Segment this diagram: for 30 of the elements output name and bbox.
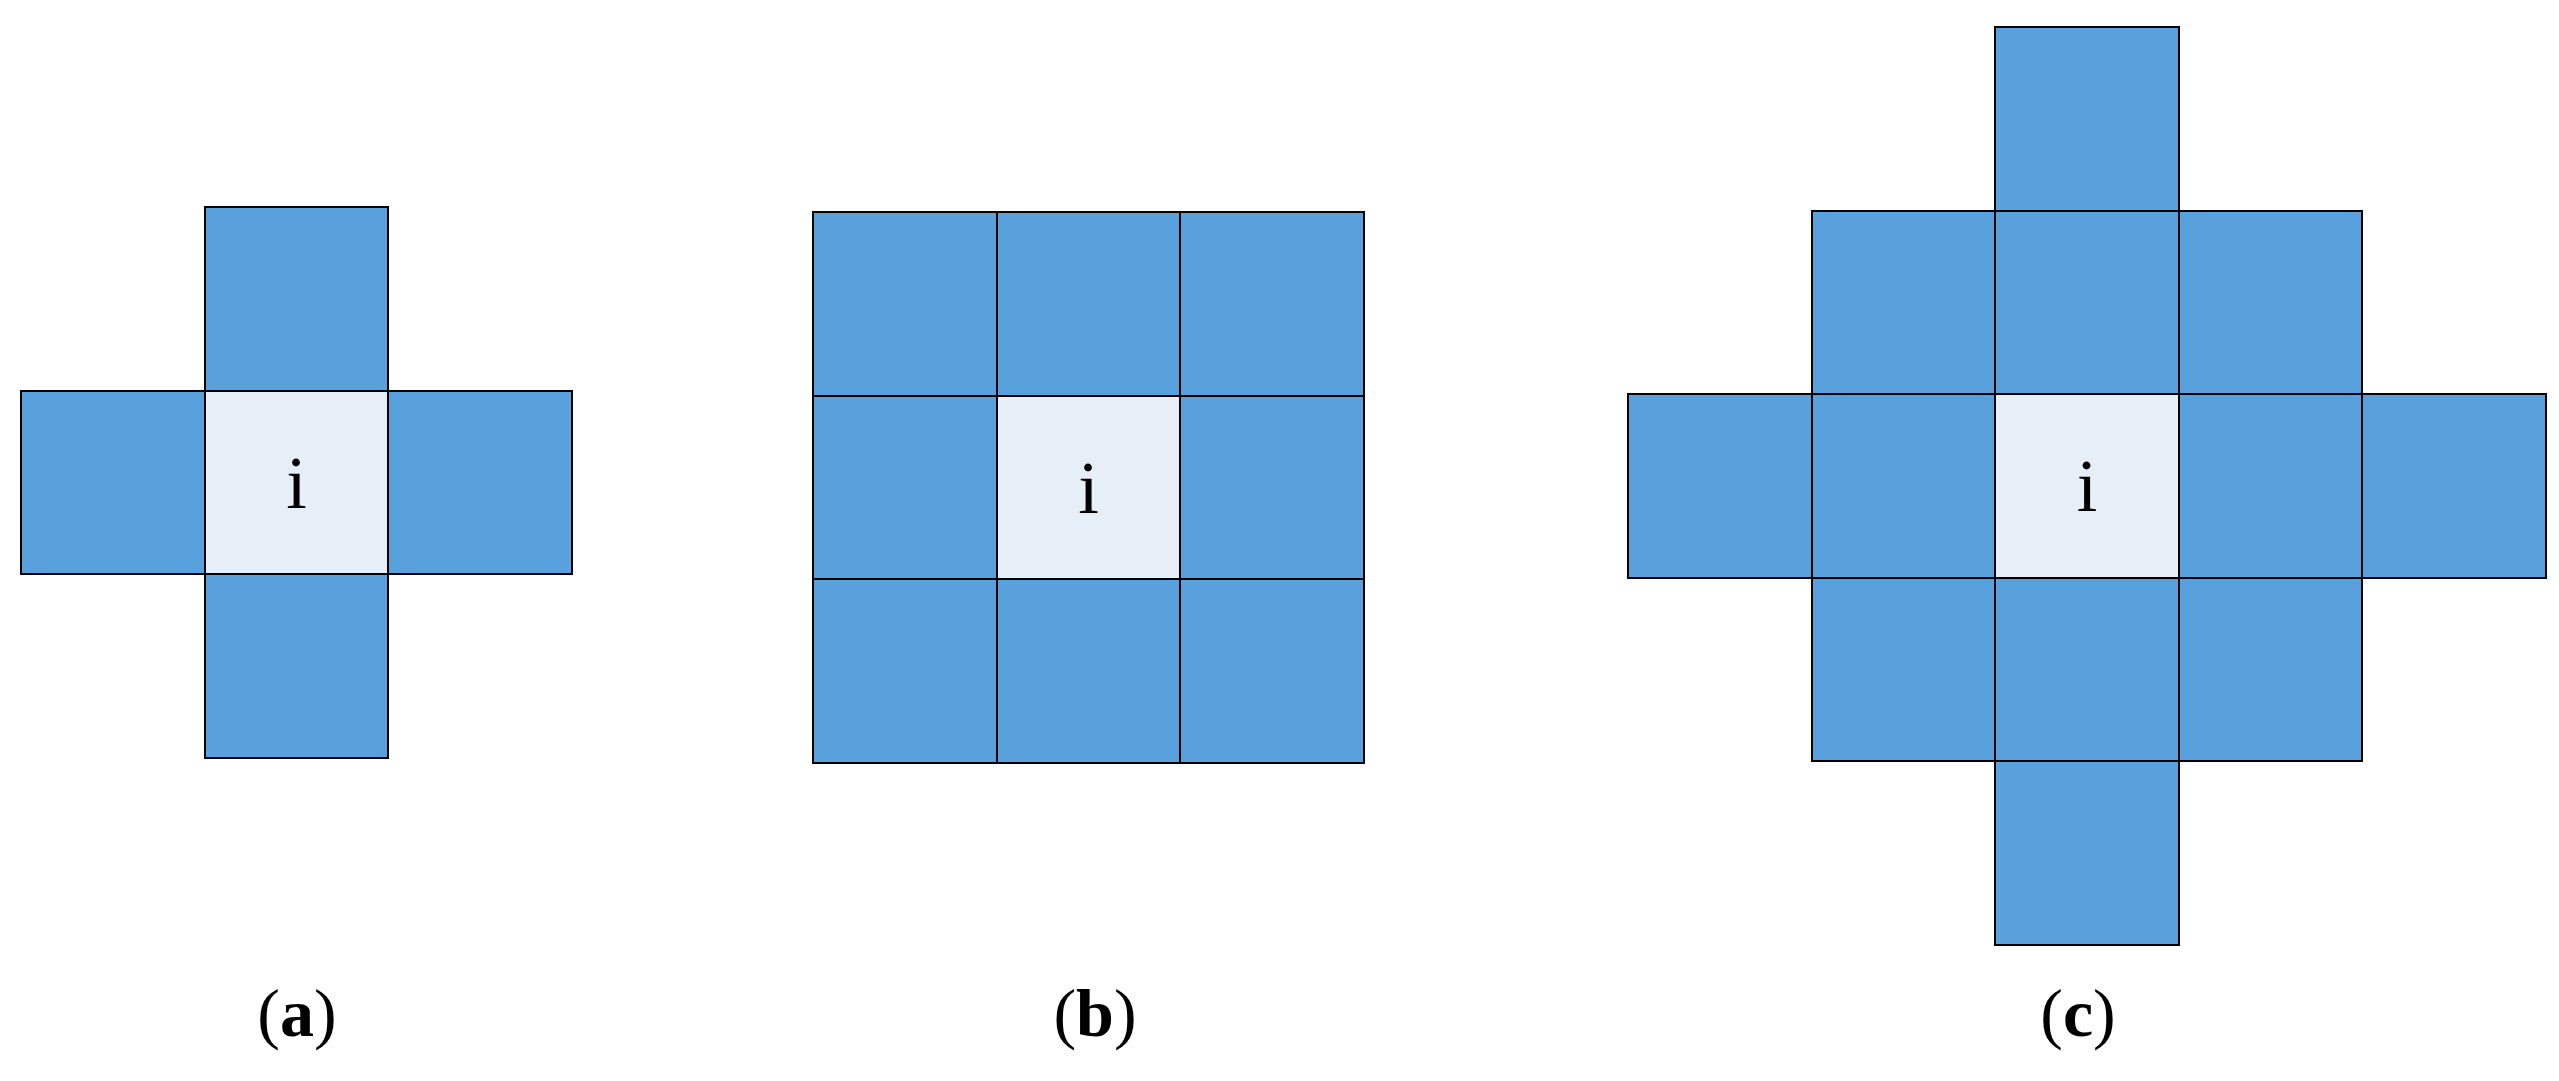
- neighbor-cell: [812, 578, 998, 764]
- center-cell: [204, 390, 389, 575]
- neighbor-cell: [1179, 395, 1365, 580]
- cell-label: i: [2076, 449, 2098, 523]
- neighbor-cell: [1179, 578, 1365, 764]
- neighbor-cell: [1811, 577, 1996, 762]
- neighbor-cell: [1994, 26, 2180, 212]
- neighbor-cell: [812, 211, 998, 397]
- neighbor-cell: [2178, 577, 2363, 762]
- neighbor-cell: [996, 578, 1181, 764]
- neighbor-cell: [1994, 577, 2180, 762]
- neighbor-cell: [1179, 211, 1365, 397]
- neighbor-cell: [20, 390, 206, 575]
- center-cell: [996, 395, 1181, 580]
- neighbor-cell: [204, 573, 389, 759]
- neighbor-cell: [1994, 760, 2180, 946]
- neighbor-cell: [1994, 210, 2180, 395]
- neighbor-cell: [1627, 393, 1813, 579]
- neighbor-cell: [1811, 393, 1996, 579]
- center-cell: [1994, 393, 2180, 579]
- cell-label: i: [286, 445, 307, 520]
- neighbor-cell: [812, 395, 998, 580]
- neighbor-cell: [2361, 393, 2547, 579]
- neighbor-cell: [204, 206, 389, 392]
- neighbor-cell: [996, 211, 1181, 397]
- neighbor-cell: [387, 390, 573, 575]
- cell-label: i: [1078, 450, 1099, 525]
- neighbor-cell: [1811, 210, 1996, 395]
- neighbor-cell: [2178, 210, 2363, 395]
- neighbor-cell: [2178, 393, 2363, 579]
